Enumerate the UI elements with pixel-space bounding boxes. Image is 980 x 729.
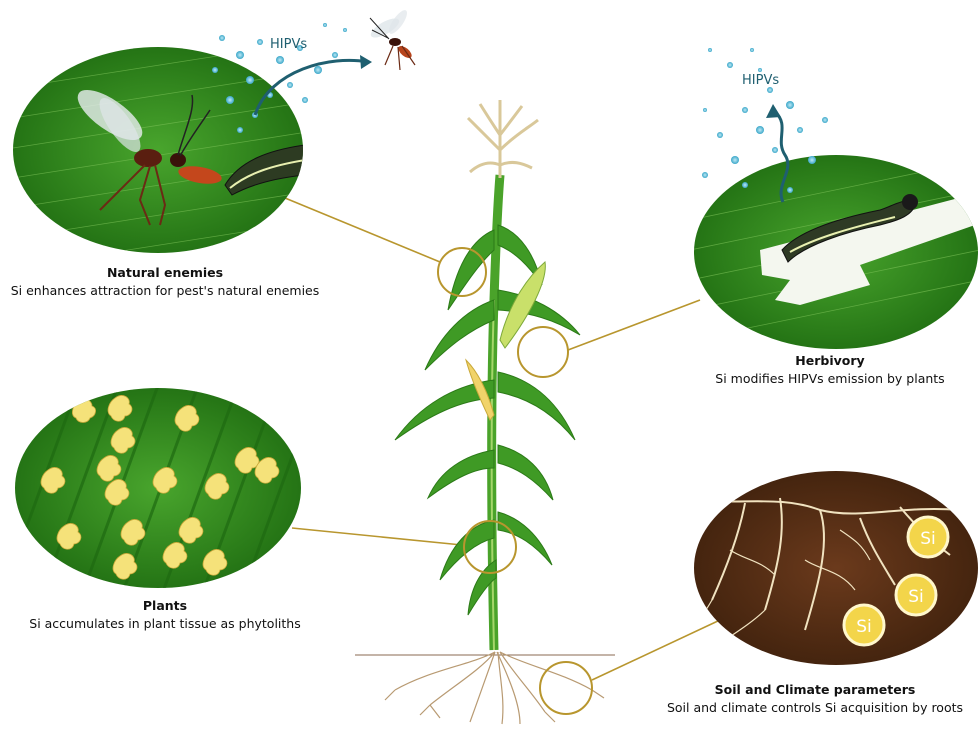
- root-system: [355, 652, 615, 724]
- connector-soil: [592, 620, 720, 680]
- caption-title: Soil and Climate parameters: [650, 681, 980, 699]
- caption-description: Si modifies HIPVs emission by plants: [680, 370, 980, 388]
- connector-herbivory: [568, 300, 700, 350]
- silicon-particle: Si: [844, 605, 884, 645]
- connector-lines: [285, 198, 720, 680]
- highlight-circle-soil: [540, 662, 592, 714]
- caption-description: Si enhances attraction for pest's natura…: [0, 282, 330, 300]
- flying-wasp-icon: [368, 8, 415, 70]
- hipvs-label-right: HIPVs: [742, 73, 779, 88]
- connector-natural-enemies: [285, 198, 440, 262]
- caption-soil-climate: Soil and Climate parameters Soil and cli…: [650, 681, 980, 717]
- silicon-label: Si: [856, 617, 872, 637]
- soil-panel: Si Si Si: [694, 471, 978, 665]
- connector-plants: [292, 528, 462, 545]
- natural-enemies-panel: HIPVs: [0, 8, 415, 270]
- caption-title: Natural enemies: [0, 264, 330, 282]
- caption-description: Si accumulates in plant tissue as phytol…: [0, 615, 330, 633]
- arrow-head-icon: [360, 55, 372, 69]
- caption-title: Herbivory: [680, 352, 980, 370]
- highlight-circle-herbivory: [518, 327, 568, 377]
- caption-plants: Plants Si accumulates in plant tissue as…: [0, 597, 330, 633]
- phytoliths-panel: [0, 380, 320, 600]
- corn-tassel: [468, 100, 538, 178]
- silicon-label: Si: [908, 587, 924, 607]
- silicon-label: Si: [920, 529, 936, 549]
- herbivory-panel: HIPVs: [690, 48, 980, 349]
- caption-description: Soil and climate controls Si acquisition…: [650, 699, 980, 717]
- caption-title: Plants: [0, 597, 330, 615]
- arrow-head-icon: [766, 104, 781, 118]
- silicon-particle: Si: [896, 575, 936, 615]
- corn-plant: [355, 100, 615, 724]
- caption-herbivory: Herbivory Si modifies HIPVs emission by …: [680, 352, 980, 388]
- hipvs-label-left: HIPVs: [270, 37, 307, 52]
- silicon-particle: Si: [908, 517, 948, 557]
- caption-natural-enemies: Natural enemies Si enhances attraction f…: [0, 264, 330, 300]
